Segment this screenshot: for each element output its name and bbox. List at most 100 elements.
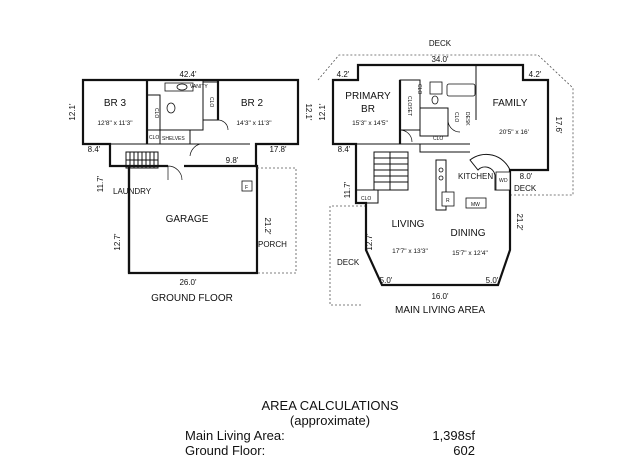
porch-label: PORCH bbox=[258, 240, 287, 249]
w-box-label: W bbox=[499, 178, 504, 184]
deck-top-label: DECK bbox=[429, 39, 452, 48]
clo-main-label-d: CLO bbox=[361, 196, 371, 202]
br2-size: 14'3" x 11'3" bbox=[236, 120, 272, 127]
area-subtitle: (approximate) bbox=[289, 413, 371, 428]
hall-wall bbox=[419, 144, 470, 153]
area-row-main-label: Main Living Area: bbox=[185, 428, 285, 443]
closet-main-a bbox=[399, 79, 421, 131]
ground-floor-caption: GROUND FLOOR bbox=[151, 293, 233, 304]
dim-step-left: 8.4' bbox=[88, 145, 101, 154]
main-dim-bottom-left: 5.0' bbox=[380, 276, 393, 285]
area-row-main-value: 1,398sf bbox=[432, 428, 475, 443]
wd-box bbox=[495, 171, 511, 191]
desk-label: DESK bbox=[464, 112, 470, 126]
closet-label: CLOSET bbox=[406, 96, 412, 116]
r-box-label: R bbox=[446, 198, 450, 204]
clo-label-a: CLO bbox=[153, 108, 159, 118]
kitchen-counter bbox=[435, 159, 447, 211]
main-dim-lower-right: 21.2' bbox=[515, 213, 524, 231]
d-box-label: D bbox=[504, 178, 508, 184]
dim-mid: 9.8' bbox=[226, 156, 239, 165]
living-label: LIVING bbox=[392, 219, 425, 230]
deck-right-label: DECK bbox=[514, 184, 537, 193]
clo-main-label-a: CLO bbox=[416, 84, 422, 94]
bedroom-door-swing bbox=[217, 119, 229, 131]
family-label: FAMILY bbox=[493, 98, 528, 109]
clo-label-c: CLO bbox=[149, 135, 159, 141]
left-deck-outline bbox=[329, 205, 366, 306]
ground-stairs bbox=[125, 151, 159, 169]
living-size: 17'7" x 13'3" bbox=[392, 248, 428, 255]
area-title: AREA CALCULATIONS bbox=[261, 398, 399, 413]
br3-label: BR 3 bbox=[104, 98, 127, 109]
garage-label: GARAGE bbox=[166, 214, 209, 225]
area-row-ground: Ground Floor: 602 bbox=[185, 443, 475, 458]
main-bath-toilet bbox=[431, 95, 439, 105]
main-dim-left-upper: 12.1' bbox=[318, 103, 327, 121]
dim-garage-left: 12.7' bbox=[113, 233, 122, 251]
primary-label-line2: BR bbox=[361, 104, 375, 115]
dim-left-upper: 12.1' bbox=[68, 103, 77, 121]
main-dim-top: 34.0' bbox=[431, 55, 449, 64]
vanity-label: VANITY bbox=[190, 84, 208, 90]
area-row-main: Main Living Area: 1,398sf bbox=[185, 428, 475, 443]
vanity-sink bbox=[176, 83, 188, 91]
porch-outline bbox=[257, 167, 297, 274]
stove-burner-b bbox=[438, 175, 444, 181]
main-door-swing-a bbox=[399, 129, 413, 143]
area-row-ground-value: 602 bbox=[453, 443, 475, 458]
dim-step-right: 17.8' bbox=[269, 145, 287, 154]
br3-size: 12'8" x 11'3" bbox=[97, 120, 133, 127]
dim-garage-right: 21.2' bbox=[263, 217, 272, 235]
dim-bottom: 26.0' bbox=[179, 278, 197, 287]
dim-laundry-h: 11.7' bbox=[96, 175, 105, 192]
dining-label: DINING bbox=[451, 228, 486, 239]
closet-main-c bbox=[355, 189, 379, 204]
main-bath-tub bbox=[446, 83, 476, 97]
closet-right bbox=[202, 81, 219, 121]
dim-right-upper: 12.1' bbox=[304, 103, 313, 121]
kitchen-label: KITCHEN bbox=[458, 172, 493, 181]
dim-top: 42.4' bbox=[179, 70, 197, 79]
br2-label: BR 2 bbox=[241, 98, 264, 109]
f-box bbox=[241, 180, 253, 192]
shelves-area bbox=[159, 129, 191, 145]
main-dim-bottom-right: 5.0' bbox=[486, 276, 499, 285]
clo-label-b: CLO bbox=[208, 97, 214, 107]
main-floor-outline bbox=[331, 63, 550, 287]
main-dim-top-right: 4.2' bbox=[529, 70, 542, 79]
main-dim-top-left: 4.2' bbox=[337, 70, 350, 79]
main-dim-right-upper: 17.6' bbox=[554, 116, 563, 134]
toilet bbox=[166, 102, 176, 114]
porch-door-swing bbox=[189, 143, 201, 157]
closet-left bbox=[146, 94, 161, 131]
primary-label-line1: PRIMARY bbox=[345, 91, 391, 102]
closet-main-b bbox=[419, 107, 449, 137]
laundry-label: LAUNDRY bbox=[113, 187, 152, 196]
main-dim-lower-left: 12.7' bbox=[365, 233, 374, 251]
main-dim-step-right: 8.0' bbox=[520, 172, 533, 181]
stove-burner-a bbox=[438, 167, 444, 173]
r-box bbox=[441, 191, 455, 207]
ground-floor-plan: BR 3 12'8" x 11'3" BR 2 14'3" x 11'3" VA… bbox=[68, 70, 313, 304]
dining-size: 15'7" x 12'4" bbox=[452, 250, 488, 257]
mw-box bbox=[465, 197, 487, 209]
area-row-ground-label: Ground Floor: bbox=[185, 443, 266, 458]
clo-main-label-c: CLO bbox=[453, 112, 459, 122]
f-box-label: F bbox=[245, 185, 248, 191]
main-floor-plan: DECK PRIMARY BR 15'3" x 14'5" FAMILY 20'… bbox=[317, 39, 574, 316]
main-floor-caption: MAIN LIVING AREA bbox=[395, 305, 485, 316]
primary-size: 15'3" x 14'5" bbox=[352, 120, 388, 127]
deck-left-label: DECK bbox=[337, 258, 360, 267]
clo-main-label-b: CLO bbox=[433, 136, 443, 142]
main-dim-bottom: 16.0' bbox=[431, 292, 449, 301]
main-dim-step-left: 8.4' bbox=[338, 145, 351, 154]
laundry-door-swing bbox=[167, 165, 183, 181]
main-dim-mid-left: 11.7' bbox=[343, 181, 352, 198]
family-size: 20'5" x 16' bbox=[499, 129, 529, 136]
main-bath-counter bbox=[429, 81, 443, 95]
shelves-label: SHELVES bbox=[162, 136, 185, 142]
mw-label: MW bbox=[471, 202, 480, 208]
main-stairs bbox=[373, 151, 409, 191]
